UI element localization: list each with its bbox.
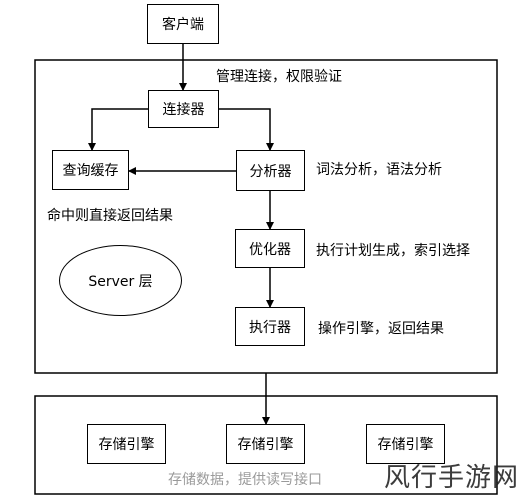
server-layer-ellipse: Server 层 — [59, 245, 182, 316]
server-note: 管理连接，权限验证 — [216, 69, 342, 85]
cache-hit-note: 命中则直接返回结果 — [47, 208, 173, 224]
query-cache-node: 查询缓存 — [52, 150, 129, 190]
storage-engine-node-3: 存储引擎 — [366, 424, 445, 464]
storage-note: 存储数据，提供读写接口 — [168, 472, 322, 488]
client-node: 客户端 — [147, 4, 219, 44]
analyzer-note: 词法分析，语法分析 — [316, 162, 442, 178]
connector-node: 连接器 — [148, 90, 219, 128]
arrow-connector-analyzer — [219, 108, 274, 151]
storage-engine-node-1: 存储引擎 — [87, 424, 166, 464]
optimizer-note: 执行计划生成，索引选择 — [316, 243, 470, 259]
arrow-connector-cache — [88, 108, 148, 151]
optimizer-node: 优化器 — [235, 229, 305, 268]
analyzer-node: 分析器 — [236, 150, 305, 191]
watermark-logo: 风行手游网 — [383, 463, 519, 493]
executor-note: 操作引擎，返回结果 — [318, 321, 444, 337]
server-layer-label: Server 层 — [88, 273, 153, 290]
executor-node: 执行器 — [235, 307, 305, 346]
storage-engine-node-2: 存储引擎 — [226, 424, 305, 464]
